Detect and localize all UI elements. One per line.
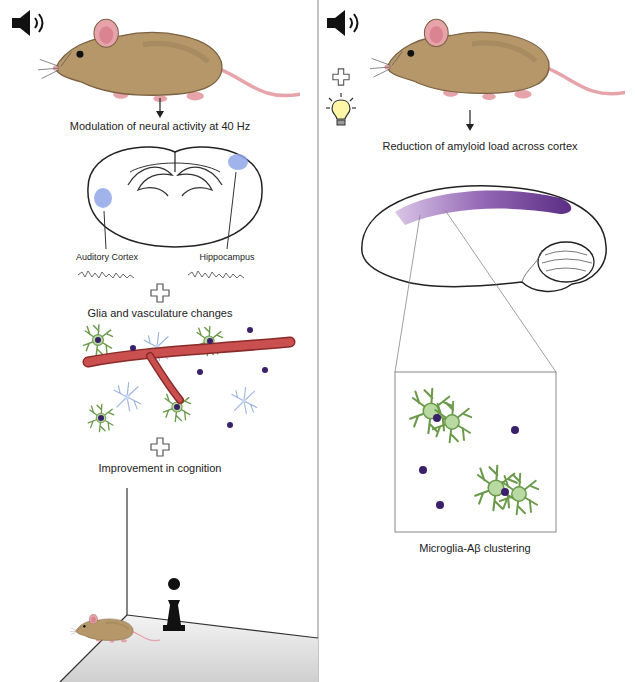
down-arrow (466, 110, 474, 131)
glia-vasculature (84, 325, 290, 432)
plus-sign (151, 438, 169, 456)
lightbulb-icon (326, 93, 356, 125)
divider (317, 0, 318, 682)
leader-line (104, 172, 236, 249)
step-caption: Glia and vasculature changes (20, 307, 300, 320)
inset-box (395, 372, 556, 532)
mouse (38, 19, 300, 102)
step-caption: Improvement in cognition (20, 462, 300, 475)
test-arena (60, 488, 318, 682)
eeg-trace (78, 271, 244, 278)
zoom-line (395, 210, 556, 372)
mouse (370, 19, 625, 100)
sagittal-brain (362, 186, 606, 292)
down-arrow (156, 98, 164, 118)
plus-sign (333, 69, 349, 85)
region-label: Auditory Cortex (62, 252, 152, 263)
region-label: Hippocampus (182, 252, 272, 263)
step-caption: Reduction of amyloid load across cortex (330, 140, 630, 153)
speaker-icon (327, 10, 358, 36)
speaker-icon (12, 10, 43, 36)
inset-caption: Microglia-Aβ clustering (375, 542, 575, 555)
plus-sign (151, 284, 169, 302)
coronal-brain (88, 147, 262, 247)
step-caption: Modulation of neural activity at 40 Hz (20, 120, 300, 133)
